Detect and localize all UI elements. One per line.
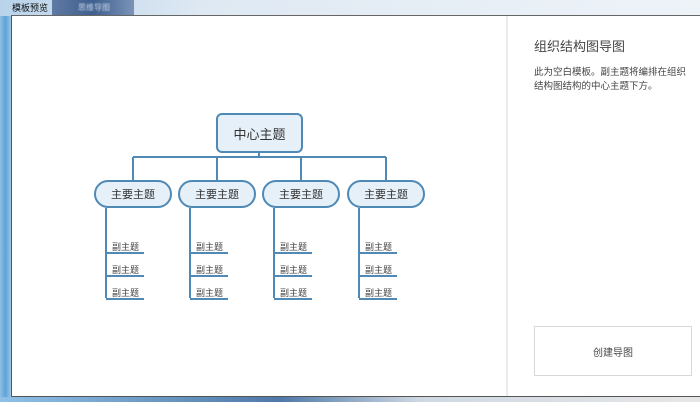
sub-topic: 副主题	[112, 243, 140, 253]
sub-topic: 副主题	[280, 266, 308, 276]
sub-topic: 副主题	[365, 243, 393, 253]
connector-lines	[105, 153, 397, 300]
template-title: 组织结构图导图	[534, 40, 626, 55]
sub-topic: 副主题	[196, 289, 224, 299]
sub-topic: 副主题	[112, 266, 140, 276]
create-map-button[interactable]: 创建导图	[534, 326, 692, 376]
sub-topic: 副主题	[196, 266, 224, 276]
sub-topic: 副主题	[112, 289, 140, 299]
main-topic: 主要主题	[347, 180, 425, 208]
sub-topic: 副主题	[365, 266, 393, 276]
window-frame-left	[0, 16, 11, 402]
sub-topic: 副主题	[365, 289, 393, 299]
center-topic: 中心主题	[216, 113, 303, 153]
window-frame-bottom	[0, 397, 700, 402]
template-description: 此为空白模板。副主题将编排在组织结构图结构的中心主题下方。	[534, 67, 687, 92]
sub-topic: 副主题	[280, 289, 308, 299]
main-topic: 主要主题	[262, 180, 340, 208]
main-topic: 主要主题	[94, 180, 172, 208]
background-tab: 思维导图	[52, 0, 134, 15]
sub-topic: 副主题	[280, 243, 308, 253]
background-tab-label: 思维导图	[78, 3, 110, 12]
title-bar: 模板预览 思维导图	[0, 0, 700, 16]
template-preview: 中心主题 主要主题副主题副主题副主题主要主题副主题副主题副主题主要主题副主题副主…	[11, 15, 700, 397]
sub-topic: 副主题	[196, 243, 224, 253]
diagram-preview: 中心主题 主要主题副主题副主题副主题主要主题副主题副主题副主题主要主题副主题副主…	[12, 16, 506, 396]
main-topic: 主要主题	[178, 180, 256, 208]
window-title: 模板预览	[12, 4, 49, 14]
panel-divider	[506, 16, 508, 396]
